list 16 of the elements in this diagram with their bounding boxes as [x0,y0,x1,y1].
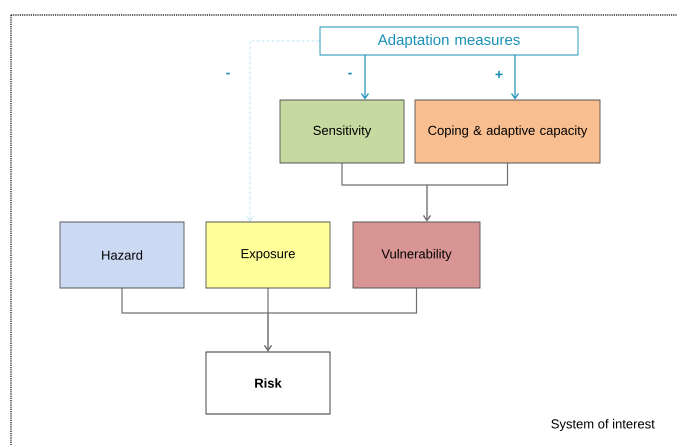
system-label: System of interest [551,418,655,432]
arrow [511,55,519,100]
process-box: Sensitivity [280,100,404,164]
arrow [246,40,320,222]
arrow [361,55,369,100]
arrow [264,288,418,352]
process-box: Coping & adaptive capacity [414,100,600,164]
edge-label: - [224,72,232,78]
edge-label: - [346,72,354,78]
result-box: Risk [206,352,330,414]
process-box: Vulnerability [352,222,480,288]
process-box: Hazard [60,222,184,288]
measures-box: Adaptation measures [320,26,578,56]
edge-label: + [494,70,504,80]
process-box: Exposure [206,222,330,288]
arrow [423,163,508,222]
